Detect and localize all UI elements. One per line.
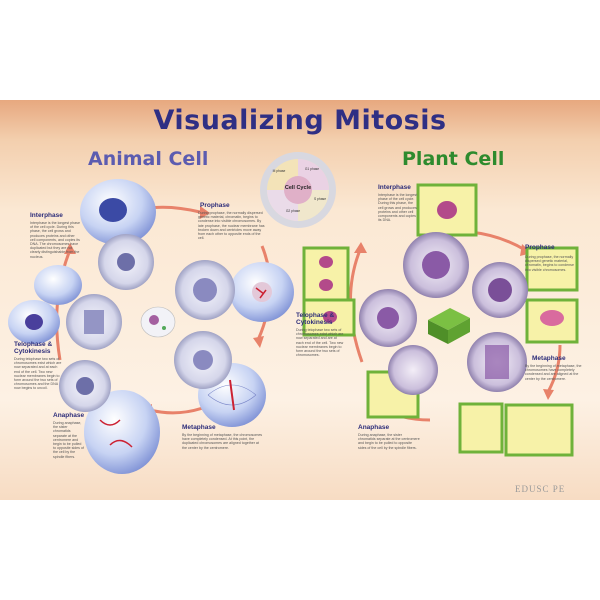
cell-cycle-label: Cell Cycle	[284, 185, 312, 191]
plant-nuclei	[319, 201, 564, 326]
plant-telophase-label: Telophase & Cytokinesis	[296, 312, 335, 326]
cell-cycle-wheel	[260, 152, 336, 228]
cell-cycle-segment: G1 phase	[304, 167, 320, 171]
animal-metaphase-label: Metaphase	[182, 424, 216, 431]
animal-metaphase-text: By the beginning of metaphase, the chrom…	[182, 433, 263, 450]
plant-anaphase-text: During anaphase, the sister chromatids s…	[358, 433, 420, 450]
animal-telophase-text: During telophase two sets of chromosomes…	[14, 357, 62, 391]
animal-micrographs	[59, 234, 235, 412]
plant-anaphase-label: Anaphase	[358, 424, 390, 431]
animal-prophase-cell	[230, 262, 294, 322]
animal-telophase-label: Telophase & Cytokinesis	[14, 341, 53, 355]
poster-title: Visualizing Mitosis	[153, 105, 447, 136]
cell-cycle-segment: S phase	[313, 197, 327, 201]
animal-interphase-cell	[80, 179, 156, 245]
plant-3d-cell	[428, 308, 470, 344]
publisher-logo: EDUSC PE	[515, 484, 566, 494]
plant-prophase-label: Prophase	[525, 244, 555, 251]
plant-metaphase-label: Metaphase	[532, 355, 566, 362]
animal-cell-heading: Animal Cell	[88, 148, 209, 170]
plant-cell-heading: Plant Cell	[402, 148, 505, 170]
plant-interphase-label: Interphase	[378, 184, 411, 191]
plant-prophase-text: During prophase, the normally dispersed …	[525, 255, 574, 272]
cell-cycle-segment: G2 phase	[285, 209, 301, 213]
plant-metaphase-text: By the beginning of metaphase, the chrom…	[525, 364, 582, 381]
animal-telophase-cells	[8, 265, 82, 344]
plant-micrographs	[359, 232, 528, 395]
animal-anaphase-label: Anaphase	[53, 412, 85, 419]
animal-prophase-text: During prophase, the normally dispersed …	[198, 211, 265, 241]
animal-anaphase-text: During anaphase, the sister chromatids s…	[53, 421, 84, 459]
cell-cycle-segment: M phase	[272, 169, 286, 173]
plant-interphase-text: Interphase is the longest phase of the c…	[378, 193, 418, 223]
animal-interphase-label: Interphase	[30, 212, 63, 219]
animal-interphase-text: Interphase is the longest phase of the c…	[30, 221, 80, 259]
animal-prophase-label: Prophase	[200, 202, 230, 209]
animal-center-cell	[140, 306, 176, 338]
animal-anaphase-cell	[84, 390, 160, 474]
plant-telophase-text: During telophase two sets of chromosomes…	[296, 328, 344, 358]
